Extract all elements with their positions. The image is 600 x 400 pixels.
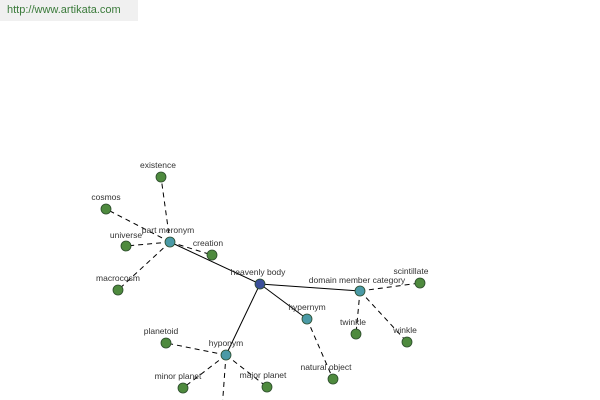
node-twinkle[interactable]	[350, 328, 362, 340]
node-winkle[interactable]	[401, 336, 413, 348]
label-planetoid[interactable]: planetoid	[144, 326, 179, 336]
node-domain-member-category[interactable]	[354, 285, 366, 297]
label-natural-object[interactable]: natural object	[300, 362, 352, 372]
node-natural-object[interactable]	[327, 373, 339, 385]
node-scintillate[interactable]	[414, 277, 426, 289]
edge-heavenly-body-hypernym	[259, 283, 308, 320]
edge-heavenly-body-domain-member-category	[259, 283, 361, 292]
label-existence[interactable]: existence	[140, 160, 176, 170]
edge-hypernym-natural-object	[306, 318, 334, 380]
label-twinkle[interactable]: twinkle	[340, 317, 366, 327]
edge-part-meronym-cosmos	[105, 208, 171, 243]
label-part-meronym[interactable]: part meronym	[142, 225, 194, 235]
node-creation[interactable]	[206, 249, 218, 261]
url-bar: http://www.artikata.com	[0, 0, 138, 21]
label-universe[interactable]: universe	[110, 230, 142, 240]
site-url-link[interactable]: http://www.artikata.com	[7, 4, 121, 16]
edge-domain-member-category-twinkle	[355, 290, 361, 335]
label-macrocosm[interactable]: macrocosm	[96, 273, 140, 283]
edge-part-meronym-creation	[169, 241, 213, 256]
edge-domain-member-category-scintillate	[359, 282, 421, 292]
node-cosmos[interactable]	[100, 203, 112, 215]
graph-edges	[105, 176, 421, 400]
node-existence[interactable]	[155, 171, 167, 183]
node-minor-planet[interactable]	[177, 382, 189, 394]
edge-heavenly-body-part-meronym	[169, 241, 261, 285]
label-heavenly-body[interactable]: heavenly body	[231, 267, 287, 277]
graph-nodes	[100, 171, 426, 394]
edge-part-meronym-existence	[160, 176, 171, 243]
edge-hyponym-offscreen-word	[222, 354, 227, 400]
node-universe[interactable]	[120, 240, 132, 252]
label-winkle[interactable]: winkle	[392, 325, 417, 335]
label-major-planet[interactable]: major planet	[240, 370, 287, 380]
edge-part-meronym-universe	[125, 241, 171, 247]
node-macrocosm[interactable]	[112, 284, 124, 296]
node-heavenly-body[interactable]	[254, 278, 266, 290]
node-part-meronym[interactable]	[164, 236, 176, 248]
edge-hyponym-planetoid	[165, 342, 227, 356]
node-planetoid[interactable]	[160, 337, 172, 349]
label-domain-member-category[interactable]: domain member category	[309, 275, 406, 285]
edge-domain-member-category-winkle	[359, 290, 408, 343]
label-minor-planet[interactable]: minor planet	[155, 371, 202, 381]
graph-labels: existence cosmos universe creation macrocosm…	[91, 160, 428, 381]
label-creation[interactable]: creation	[193, 238, 224, 248]
label-hyponym[interactable]: hyponym	[209, 338, 244, 348]
node-hypernym[interactable]	[301, 313, 313, 325]
label-scintillate[interactable]: scintillate	[394, 266, 429, 276]
node-major-planet[interactable]	[261, 381, 273, 393]
edge-hyponym-minor-planet	[182, 354, 227, 389]
edge-heavenly-body-hyponym	[225, 283, 261, 356]
edge-part-meronym-macrocosm	[117, 241, 171, 291]
label-hypernym[interactable]: hypernym	[288, 302, 325, 312]
label-cosmos[interactable]: cosmos	[91, 192, 120, 202]
node-hyponym[interactable]	[220, 349, 232, 361]
